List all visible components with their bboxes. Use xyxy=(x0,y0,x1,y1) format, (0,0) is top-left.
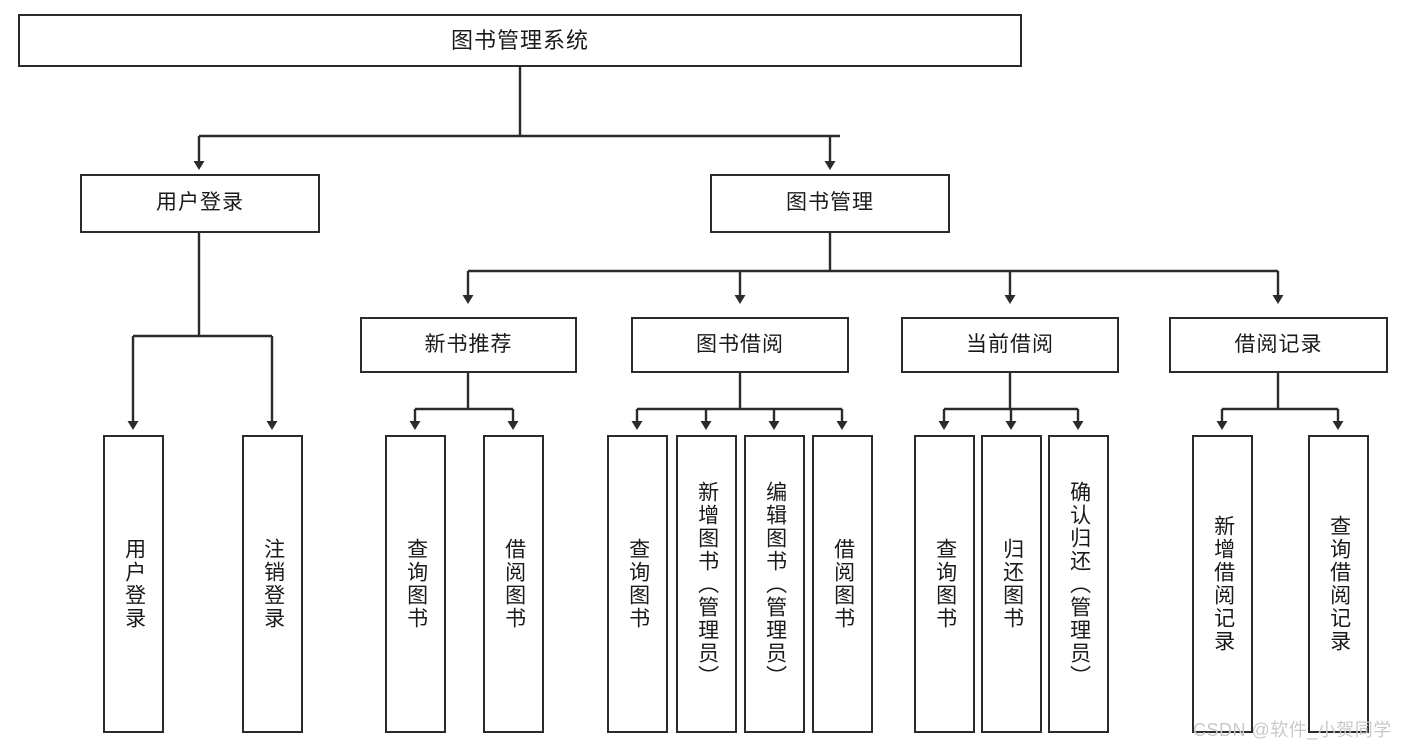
node-book-management[interactable]: 图书管理 xyxy=(710,174,950,233)
leaf-query-books-new[interactable]: 查询图书 xyxy=(385,435,446,733)
csdn-watermark: CSDN @软件_小贺同学 xyxy=(1193,720,1392,740)
leaf-confirm-return-admin[interactable]: 确认归还（管理员） xyxy=(1048,435,1109,733)
node-borrowing-records[interactable]: 借阅记录 xyxy=(1169,317,1388,373)
leaf-query-books-current[interactable]: 查询图书 xyxy=(914,435,975,733)
leaf-borrow-books[interactable]: 借阅图书 xyxy=(812,435,873,733)
node-user-login[interactable]: 用户登录 xyxy=(80,174,320,233)
leaf-add-book-admin[interactable]: 新增图书（管理员） xyxy=(676,435,737,733)
node-current-borrowing[interactable]: 当前借阅 xyxy=(901,317,1119,373)
leaf-user-login[interactable]: 用户登录 xyxy=(103,435,164,733)
leaf-borrow-books-new[interactable]: 借阅图书 xyxy=(483,435,544,733)
leaf-edit-book-admin[interactable]: 编辑图书（管理员） xyxy=(744,435,805,733)
node-new-book-recommendation[interactable]: 新书推荐 xyxy=(360,317,577,373)
leaf-query-borrow-record[interactable]: 查询借阅记录 xyxy=(1308,435,1369,733)
leaf-return-books[interactable]: 归还图书 xyxy=(981,435,1042,733)
node-root-book-management-system[interactable]: 图书管理系统 xyxy=(18,14,1022,67)
leaf-query-books-borrow[interactable]: 查询图书 xyxy=(607,435,668,733)
leaf-add-borrow-record[interactable]: 新增借阅记录 xyxy=(1192,435,1253,733)
node-book-borrowing[interactable]: 图书借阅 xyxy=(631,317,849,373)
leaf-logout[interactable]: 注销登录 xyxy=(242,435,303,733)
